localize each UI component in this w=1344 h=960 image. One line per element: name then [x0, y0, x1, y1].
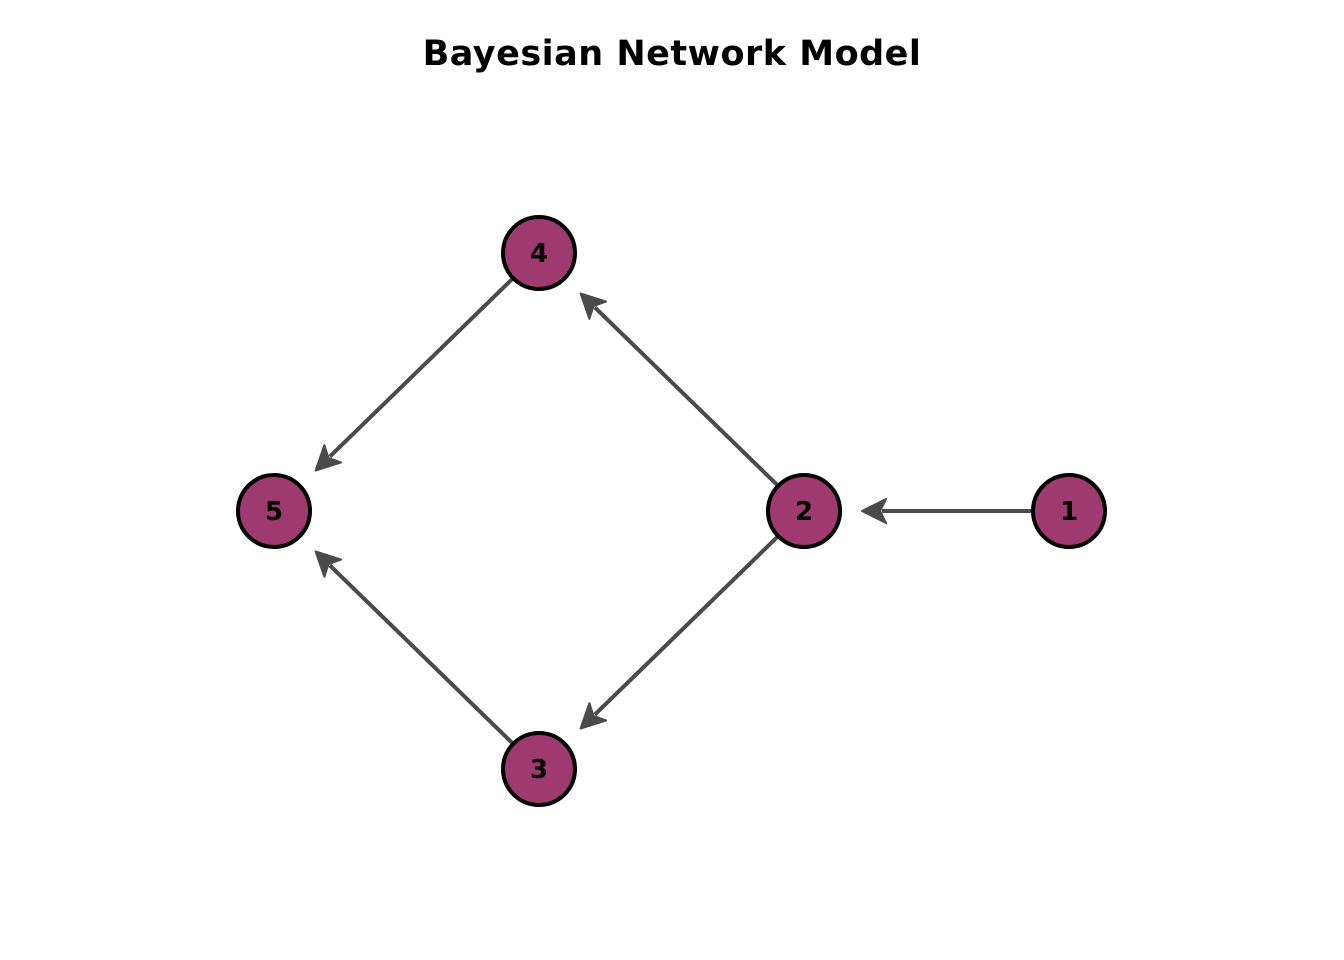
arrowhead-icon	[579, 292, 608, 320]
node-label: 2	[795, 497, 813, 527]
node-2: 2	[766, 473, 842, 549]
arrowhead-icon	[314, 444, 343, 472]
node-label: 4	[530, 239, 548, 269]
arrowhead-icon	[861, 498, 887, 524]
edge-1-to-2	[861, 498, 1033, 524]
node-circle	[501, 731, 577, 807]
node-circle	[766, 473, 842, 549]
diagram-title: Bayesian Network Model	[422, 34, 922, 74]
edge-line	[593, 305, 780, 488]
edge-4-to-5	[314, 276, 515, 472]
node-circle	[501, 215, 577, 291]
edge-2-to-4	[579, 292, 780, 488]
node-1: 1	[1031, 473, 1107, 549]
edge-3-to-5	[314, 550, 515, 746]
node-circle	[236, 473, 312, 549]
edge-line	[328, 563, 515, 746]
node-4: 4	[501, 215, 577, 291]
edge-2-to-3	[579, 534, 780, 730]
edge-line	[328, 276, 515, 459]
node-label: 3	[530, 755, 548, 785]
arrowhead-icon	[579, 702, 608, 730]
edge-line	[593, 534, 780, 717]
node-circle	[1031, 473, 1107, 549]
node-label: 5	[265, 497, 283, 527]
arrowhead-icon	[314, 550, 343, 578]
node-label: 1	[1060, 497, 1078, 527]
node-5: 5	[236, 473, 312, 549]
node-3: 3	[501, 731, 577, 807]
